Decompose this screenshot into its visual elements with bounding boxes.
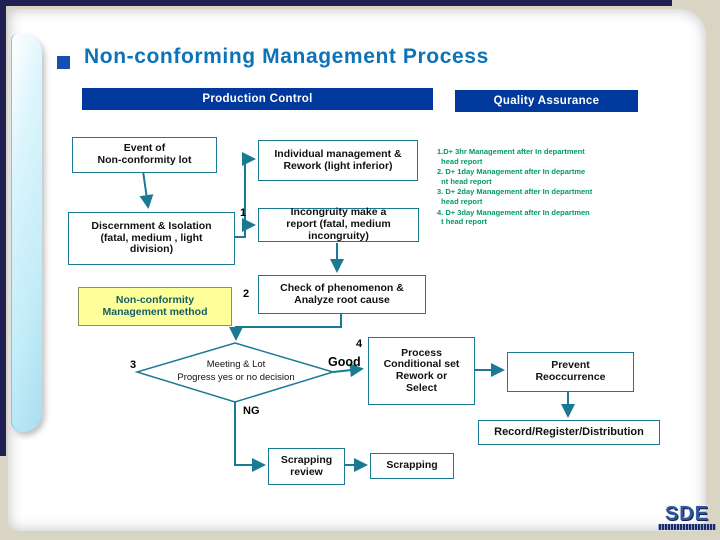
note-item-3: 3. D+ 2day Management after In departmen… — [437, 187, 593, 206]
flow-node-check-phenomenon-label: Check of phenomenon & Analyze root cause — [280, 281, 404, 306]
flow-node-prevent-reoccurrence: Prevent Reoccurrence — [507, 352, 634, 392]
header-quality-assurance: Quality Assurance — [455, 90, 638, 112]
branch-label-good: Good — [328, 355, 361, 369]
flow-node-discernment-label: Discernment & Isolation (fatal, medium ,… — [91, 219, 212, 256]
step-label-3: 3 — [130, 359, 137, 371]
flow-node-event-label: Event of Non-conformity lot — [97, 142, 192, 166]
step-label-2: 2 — [243, 288, 250, 300]
flow-node-individual-management-label: Individual management & Rework (light in… — [274, 147, 402, 172]
left-accent-capsule — [11, 33, 42, 432]
sde-logo-text: SDE — [664, 503, 710, 525]
quality-assurance-notes: 1.D+ 3hr Management after In department … — [437, 147, 657, 228]
flow-node-event: Event of Non-conformity lot — [72, 137, 217, 173]
flow-node-prevent-reoccurrence-label: Prevent Reoccurrence — [535, 359, 606, 383]
flow-node-record-register: Record/Register/Distribution — [478, 420, 660, 445]
flow-node-incongruity-report: Incongruity make a report (fatal, medium… — [258, 206, 419, 242]
flow-node-incongruity-report-label: Incongruity make a report (fatal, medium… — [286, 206, 391, 242]
step-label-4: 4 — [356, 338, 363, 350]
flow-node-management-method: Non-conformity Management method — [78, 287, 232, 326]
flow-node-management-method-label: Non-conformity Management method — [102, 293, 208, 318]
flow-node-scrapping-label: Scrapping — [386, 459, 438, 472]
note-item-1: 1.D+ 3hr Management after In department … — [437, 147, 585, 166]
title-bullet-icon — [57, 56, 70, 69]
note-item-2: 2. D+ 1day Management after In departme … — [437, 167, 586, 186]
flow-node-check-phenomenon: Check of phenomenon & Analyze root cause — [258, 275, 426, 314]
page-title: Non-conforming Management Process — [84, 45, 489, 68]
frame-edge-top — [0, 0, 672, 6]
flow-node-decision-label: Meeting & Lot Progress yes or no decisio… — [177, 359, 295, 384]
flow-node-individual-management: Individual management & Rework (light in… — [258, 140, 418, 181]
flow-node-record-register-label: Record/Register/Distribution — [494, 426, 644, 439]
frame-edge-left — [0, 0, 6, 456]
flow-node-scrapping: Scrapping — [370, 453, 454, 479]
header-quality-assurance-label: Quality Assurance — [493, 95, 600, 107]
flow-node-process-conditional: Process Conditional set Rework or Select — [368, 337, 475, 405]
header-production-control: Production Control — [82, 88, 433, 110]
note-item-4: 4. D+ 3day Management after In departmen… — [437, 207, 590, 227]
flow-node-process-conditional-label: Process Conditional set Rework or Select — [383, 346, 460, 394]
branch-label-ng: NG — [243, 405, 260, 417]
flow-node-scrapping-review-label: Scrapping review — [280, 453, 333, 478]
flow-node-scrapping-review: Scrapping review — [268, 448, 345, 485]
step-label-1: 1 — [240, 207, 247, 219]
sde-logo: SDE — [658, 504, 716, 530]
sde-logo-tagline — [658, 524, 716, 530]
header-production-control-label: Production Control — [202, 93, 313, 105]
flow-node-discernment: Discernment & Isolation (fatal, medium ,… — [68, 212, 235, 265]
